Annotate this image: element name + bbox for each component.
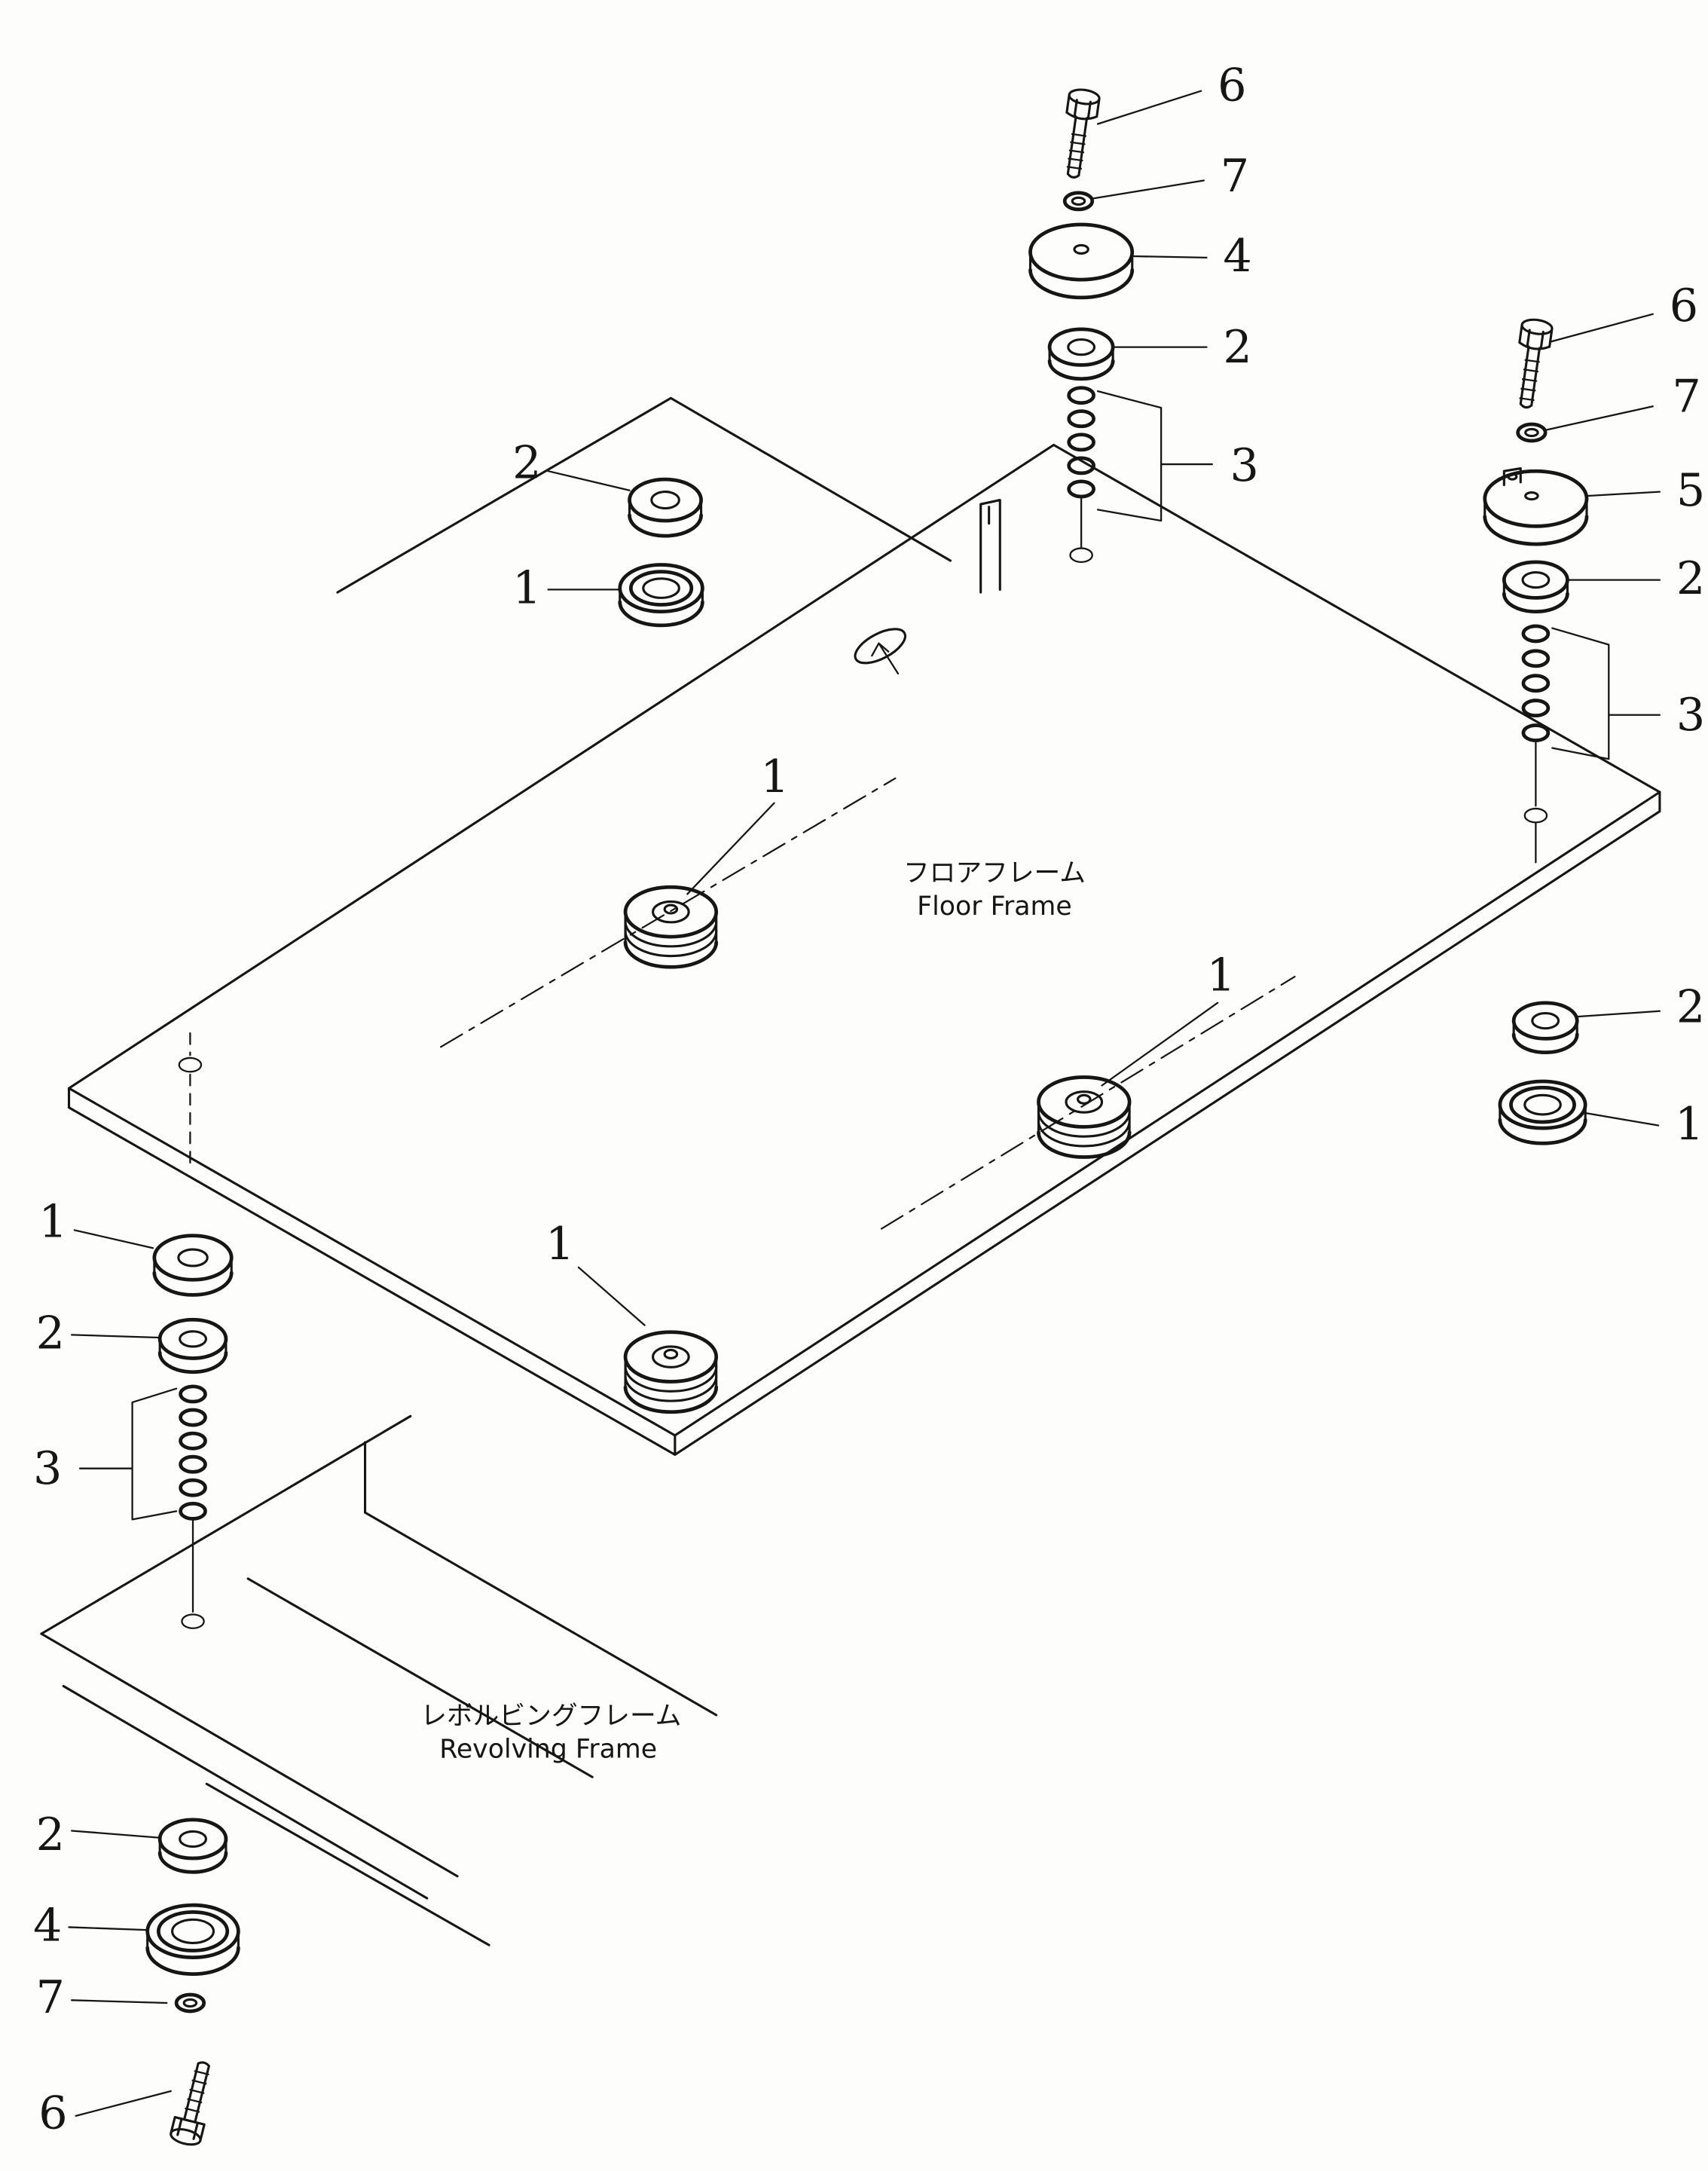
washer-part-right bbox=[1516, 422, 1548, 443]
callout-7-top: 7 bbox=[1221, 150, 1249, 203]
callout-6-right: 6 bbox=[1670, 280, 1698, 332]
floor-mount-center bbox=[623, 885, 719, 969]
bolt-part-right bbox=[1518, 318, 1554, 409]
callout-1-plate-bottom: 1 bbox=[545, 1218, 574, 1270]
callout-3-left: 3 bbox=[33, 1442, 62, 1495]
collar-part-left bbox=[157, 1317, 228, 1374]
revolving-frame-label-en: Revolving Frame bbox=[439, 1735, 657, 1765]
floor-mount-bottom bbox=[623, 1330, 719, 1414]
cushion-part-top-center bbox=[1028, 222, 1135, 300]
leader-lines-upper-left bbox=[547, 470, 631, 591]
floor-mount-right bbox=[1037, 1075, 1132, 1159]
revolving-frame bbox=[40, 1414, 718, 1946]
leader-lines-top-center bbox=[1092, 90, 1213, 522]
callout-2-right: 2 bbox=[1676, 552, 1705, 605]
shim-set-right bbox=[1521, 624, 1551, 864]
collar-part-right bbox=[1502, 560, 1569, 613]
mount-cup-part-upper-left bbox=[618, 563, 704, 628]
collar-part-right-lower bbox=[1511, 1001, 1579, 1054]
callout-1-left: 1 bbox=[38, 1196, 67, 1249]
callout-7-right: 7 bbox=[1672, 371, 1700, 423]
washer-part-top-center bbox=[1062, 191, 1095, 212]
washer-part-bottom-left bbox=[174, 1992, 206, 2014]
callout-6-top: 6 bbox=[1218, 59, 1246, 112]
leader-lines-bottom-left bbox=[68, 1830, 172, 2117]
callout-5-right: 5 bbox=[1676, 464, 1705, 517]
cushion-cup-part-bottom-left bbox=[145, 1903, 240, 1976]
callout-2-top: 2 bbox=[1223, 321, 1251, 374]
callout-3-right: 3 bbox=[1676, 689, 1705, 742]
mount-cup-part-right-lower bbox=[1498, 1079, 1587, 1145]
callout-4-top: 4 bbox=[1223, 230, 1251, 283]
leader-lines-right bbox=[1545, 313, 1661, 1127]
callout-2-bottom-left: 2 bbox=[36, 1809, 65, 1861]
callout-4-bottom-left: 4 bbox=[33, 1900, 62, 1952]
callout-1-right-lower: 1 bbox=[1675, 1098, 1703, 1151]
floor-frame-plate bbox=[67, 396, 1661, 1456]
callout-3-top: 3 bbox=[1230, 439, 1259, 492]
floor-frame-label-en: Floor Frame bbox=[917, 891, 1072, 922]
shim-set-left bbox=[179, 1384, 207, 1629]
callout-2-right-lower: 2 bbox=[1676, 980, 1705, 1033]
callout-1-plate-center: 1 bbox=[760, 751, 789, 803]
revolving-frame-label-jp: レボルビングフレーム bbox=[420, 1702, 681, 1732]
collar-part-bottom-left bbox=[157, 1818, 228, 1874]
callout-1-upper-left: 1 bbox=[512, 562, 541, 615]
callout-2-upper-left: 2 bbox=[512, 436, 541, 489]
collar-part-upper-left bbox=[628, 477, 703, 538]
leader-lines-left bbox=[71, 1229, 178, 1521]
cushion-stopper-part-right bbox=[1483, 466, 1589, 546]
callout-7-bottom-left: 7 bbox=[36, 1971, 65, 2024]
floor-frame-label-jp: フロアフレーム bbox=[903, 858, 1086, 888]
mount-ring-part-left bbox=[152, 1234, 234, 1297]
leader-lines-plate-mounts bbox=[577, 802, 1219, 1326]
callout-1-plate-right: 1 bbox=[1206, 949, 1235, 1001]
callout-2-left: 2 bbox=[36, 1307, 65, 1360]
collar-part-top-center bbox=[1047, 327, 1115, 381]
callout-6-bottom-left: 6 bbox=[38, 2087, 67, 2139]
shim-set-top-center bbox=[1067, 386, 1095, 563]
bolt-part-bottom-left bbox=[170, 2061, 210, 2146]
bolt-part-top-center bbox=[1065, 88, 1101, 179]
